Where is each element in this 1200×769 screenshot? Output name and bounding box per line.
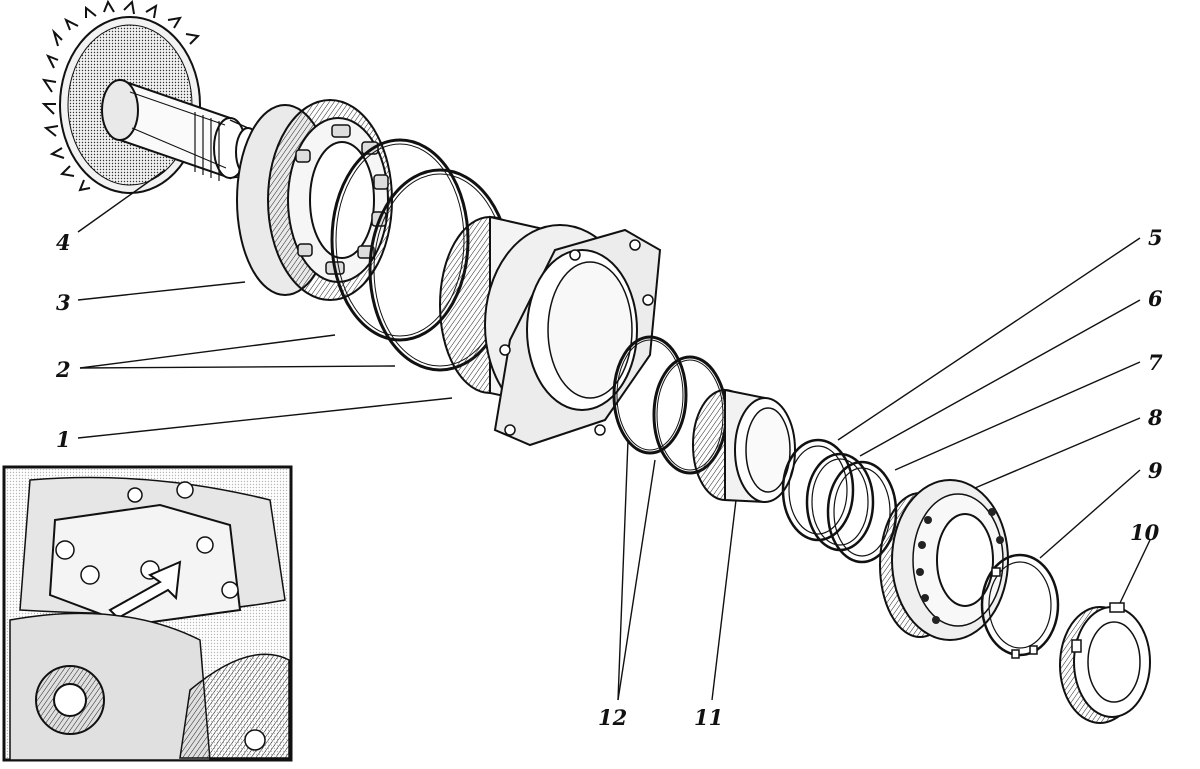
callout-11: 11 (694, 705, 723, 730)
callout-6: 6 (1148, 286, 1163, 311)
callout-5: 5 (1148, 225, 1163, 250)
leader-3 (77, 281, 246, 301)
leader-lines (77, 169, 1151, 701)
leader-2b (79, 365, 396, 369)
part-9-lock-washer (980, 553, 1060, 659)
leader-9 (1039, 469, 1141, 559)
callout-1: 1 (56, 427, 71, 452)
callout-2: 2 (55, 357, 71, 382)
leader-1 (77, 397, 453, 439)
callout-8: 8 (1147, 405, 1163, 430)
leader-2a (79, 334, 336, 369)
inset-detail-view (2, 465, 293, 762)
leader-8 (974, 417, 1141, 489)
callout-labels: 4 3 2 1 5 6 7 8 9 10 12 11 (55, 225, 1163, 730)
part-1-flanged-housing (439, 215, 662, 447)
leader-5 (837, 237, 1141, 441)
leader-4 (77, 169, 166, 233)
callout-10: 10 (1130, 520, 1160, 545)
leader-10 (1119, 539, 1151, 604)
callout-3: 3 (56, 290, 71, 315)
leader-6 (859, 299, 1141, 457)
callout-9: 9 (1148, 458, 1163, 483)
leader-12b (617, 459, 656, 701)
part-11-sleeve (692, 388, 796, 504)
part-5-ring (781, 438, 855, 542)
callout-12: 12 (598, 705, 627, 730)
callout-4: 4 (56, 230, 71, 255)
callout-7: 7 (1148, 350, 1163, 375)
part-10-slotted-nut (1059, 602, 1151, 724)
leader-11 (711, 499, 737, 701)
leader-7 (894, 361, 1141, 471)
part-8-ball-bearing (879, 479, 1009, 641)
part-4-gear-shaft (41, 0, 261, 194)
leader-12a (617, 439, 629, 701)
